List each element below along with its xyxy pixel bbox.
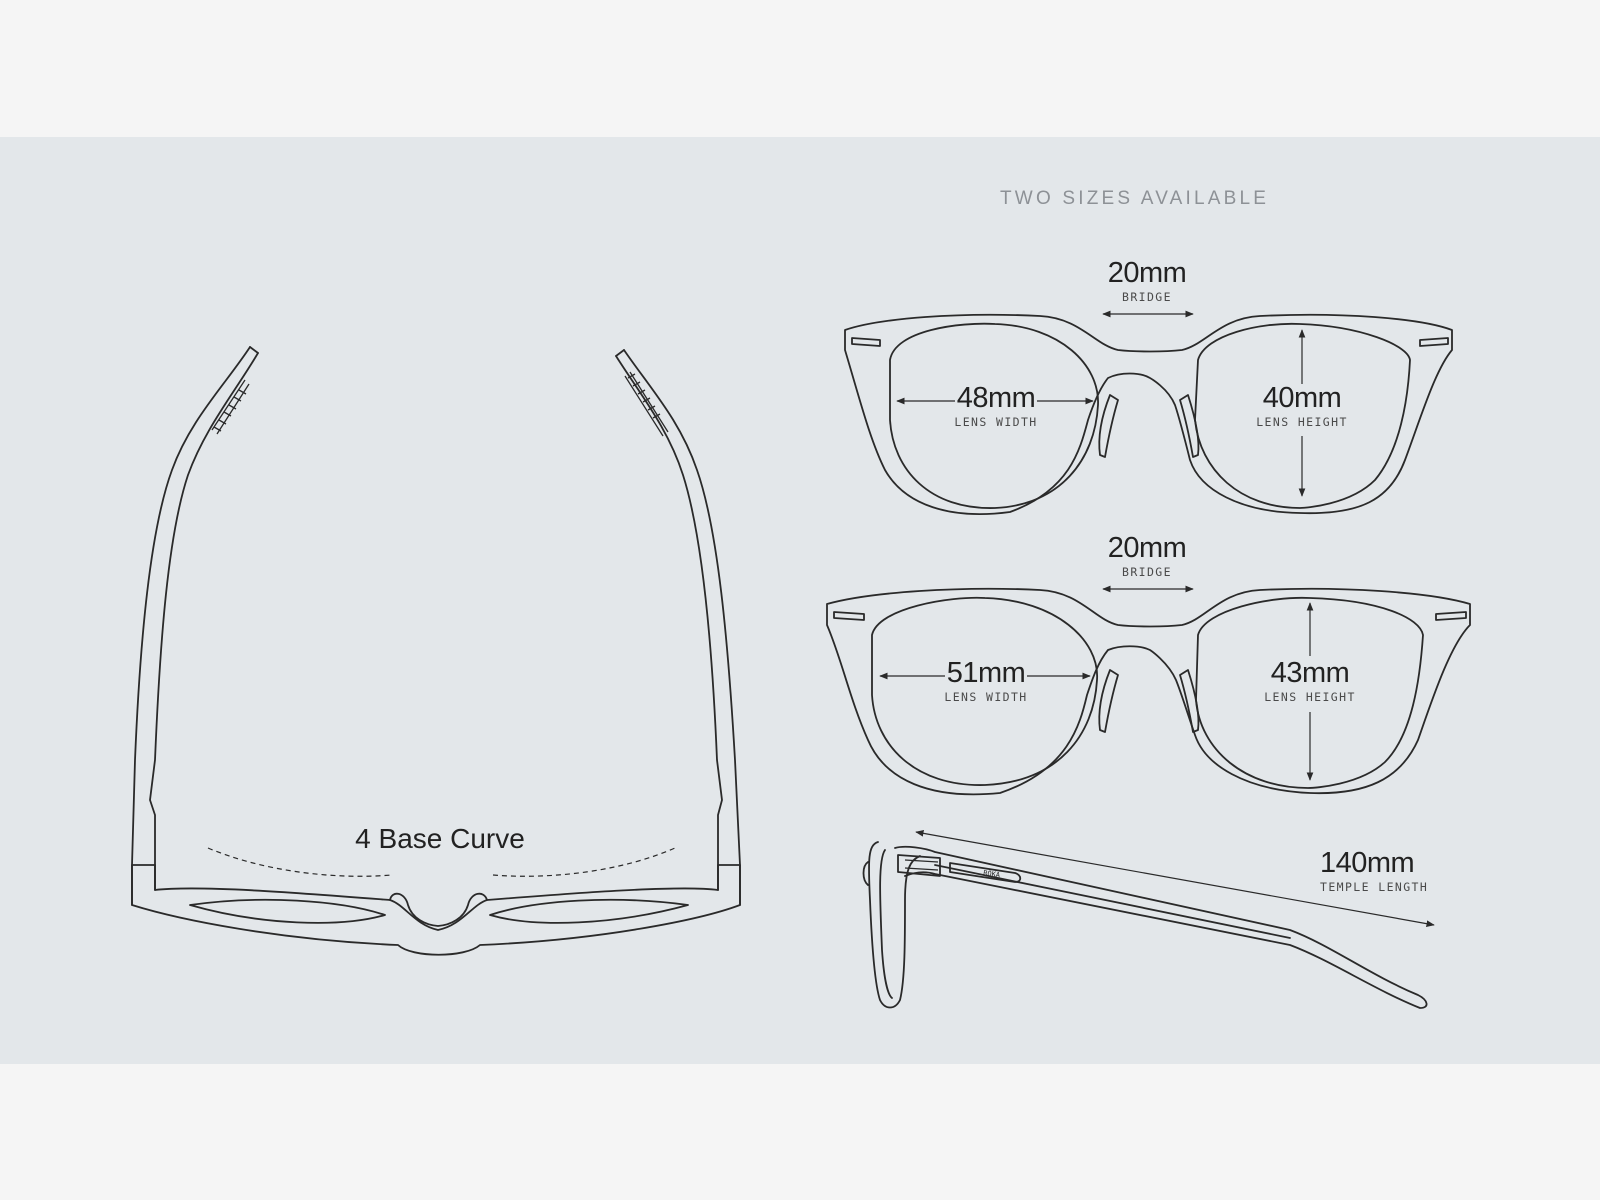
small-bridge-dimension: 20mm BRIDGE [1097, 258, 1197, 304]
temple-length-dimension: 140mm TEMPLE LENGTH [1320, 848, 1460, 894]
large-lens-width-dimension: 51mm LENS WIDTH [926, 658, 1046, 704]
small-bridge-value: 20mm [1107, 257, 1187, 289]
small-lens-width-label: LENS WIDTH [954, 415, 1038, 429]
large-lens-height-value: 43mm [1270, 657, 1350, 689]
large-lens-width-value: 51mm [946, 657, 1026, 689]
temple-length-label: TEMPLE LENGTH [1320, 880, 1429, 894]
small-bridge-label: BRIDGE [1122, 290, 1172, 304]
large-bridge-value: 20mm [1107, 532, 1187, 564]
top-view-glasses [131, 346, 741, 956]
small-lens-width-dimension: 48mm LENS WIDTH [936, 383, 1056, 429]
front-view-large [826, 587, 1471, 796]
large-lens-width-label: LENS WIDTH [944, 690, 1028, 704]
small-lens-width-value: 48mm [956, 382, 1036, 414]
small-lens-height-value: 40mm [1262, 382, 1342, 414]
front-view-small [844, 313, 1453, 515]
dimension-arrows [879, 310, 1435, 927]
large-bridge-label: BRIDGE [1122, 565, 1172, 579]
large-lens-height-label: LENS HEIGHT [1264, 690, 1356, 704]
temple-length-value: 140mm [1320, 847, 1415, 879]
small-lens-height-label: LENS HEIGHT [1256, 415, 1348, 429]
large-lens-height-dimension: 43mm LENS HEIGHT [1250, 658, 1370, 704]
large-bridge-dimension: 20mm BRIDGE [1097, 533, 1197, 579]
small-lens-height-dimension: 40mm LENS HEIGHT [1242, 383, 1362, 429]
base-curve-label: 4 Base Curve [355, 823, 525, 854]
sizes-title: TWO SIZES AVAILABLE [1000, 188, 1270, 209]
